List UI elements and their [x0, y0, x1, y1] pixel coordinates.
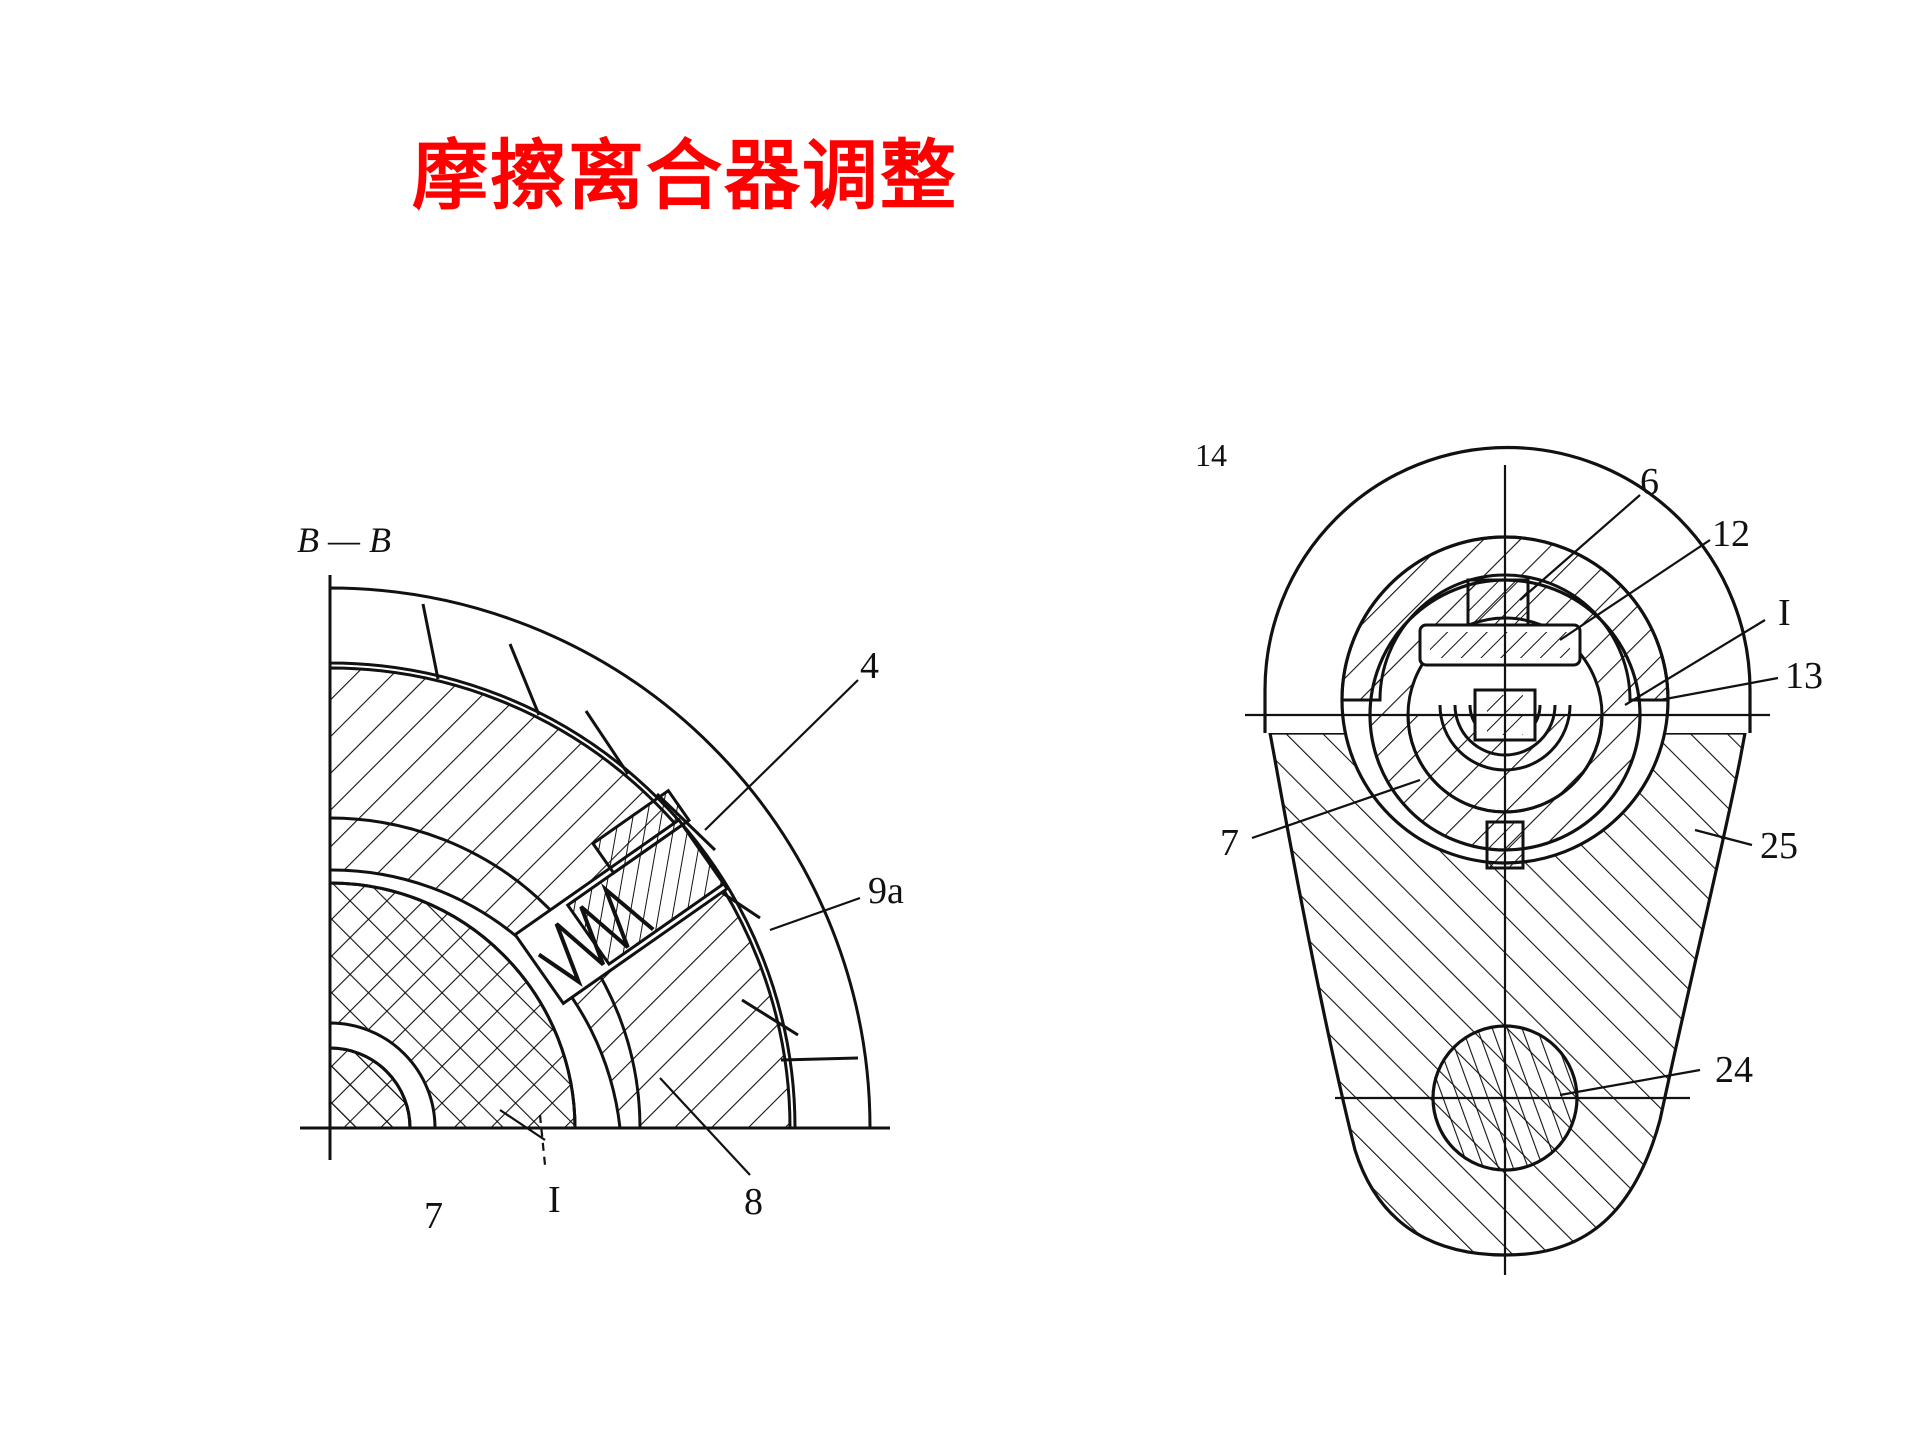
label-part-8: 8 — [744, 1181, 763, 1223]
left-section-view — [300, 575, 890, 1176]
label-part-7-left: 7 — [424, 1195, 443, 1237]
center-lines — [1245, 465, 1770, 1275]
label-mark-I-left: I — [548, 1179, 561, 1221]
spring-icon — [537, 883, 655, 987]
label-part-6: 6 — [1640, 461, 1659, 503]
section-label-b-b: B — B — [297, 520, 391, 560]
label-part-13: 13 — [1785, 655, 1823, 697]
label-part-24: 24 — [1715, 1049, 1753, 1091]
label-part-12: 12 — [1712, 513, 1750, 555]
label-part-4-left: 4 — [860, 645, 879, 687]
right-lever-view — [1245, 445, 1779, 1275]
label-part-14: 14 — [1195, 437, 1227, 473]
slide-title: 摩擦离合器调整 — [412, 131, 958, 220]
leader-lines-right — [1251, 494, 1779, 1097]
label-part-7-right: 7 — [1220, 822, 1239, 864]
spring-plunger-assembly — [513, 788, 730, 1006]
label-part-25: 25 — [1760, 825, 1798, 867]
label-mark-I-right: I — [1778, 592, 1791, 634]
leader-lines — [499, 679, 861, 1176]
label-part-9a: 9a — [868, 870, 904, 912]
